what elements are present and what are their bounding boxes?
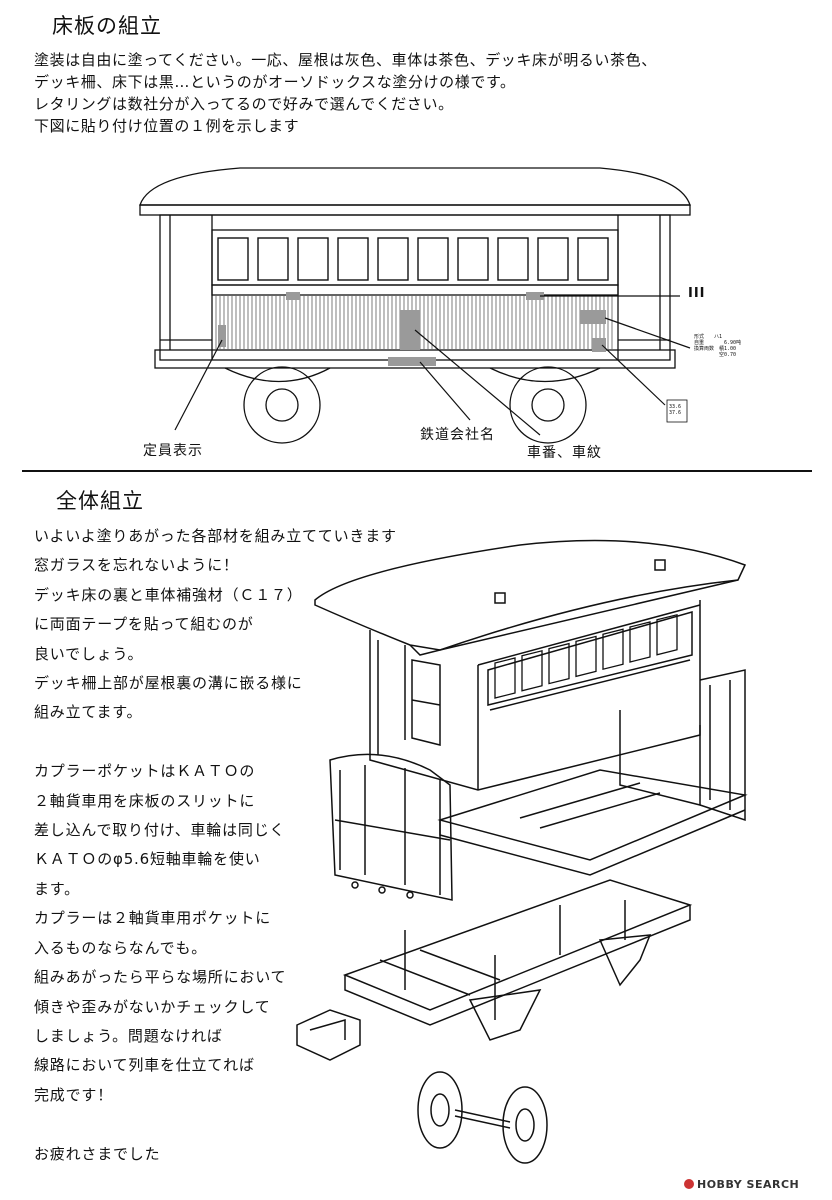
assembly-window [548, 642, 570, 685]
car-window [217, 237, 249, 281]
section2-line: ＫＡＴＯのφ5.6短軸車輪を使い [34, 850, 261, 869]
section2-line: 差し込んで取り付け、車輪は同じく [34, 821, 286, 840]
assembly-window [602, 628, 624, 671]
section1-line: レタリングは数社分が入ってるので好みで選んでください。 [34, 95, 454, 113]
section2-title: 全体組立 [56, 489, 144, 513]
section2-line: いよいよ塗りあがった各部材を組み立てていきます [34, 527, 397, 545]
watermark-logo-icon [684, 1179, 694, 1189]
car-window [457, 237, 489, 281]
section2-line: デッキ床の裏と車体補強材（Ｃ１７） [34, 585, 303, 604]
capacity-label: 定員表示 [143, 443, 203, 459]
watermark-text: HOBBY SEARCH [697, 1178, 800, 1191]
car-window [337, 237, 369, 281]
section1-title: 床板の組立 [52, 14, 162, 38]
watermark: HOBBY SEARCH [684, 1178, 799, 1191]
small-plate-line: 33.6 [669, 404, 682, 410]
company-name-label: 鉄道会社名 [420, 427, 495, 443]
car-window [577, 237, 609, 281]
small-plate-line: 37.6 [669, 410, 682, 416]
section2-text: いよいよ塗りあがった各部材を組み立てていきます窓ガラスを忘れないように！ デッキ床… [34, 522, 397, 1169]
section2-line: デッキ柵上部が屋根裏の溝に嵌る様に [34, 674, 303, 693]
car-window [537, 237, 569, 281]
spec-line: 形式 ハ1 [694, 334, 723, 340]
car-number-label: 車番、車紋 [527, 445, 602, 461]
section2-line: カプラーポケットはＫＡＴＯの [34, 762, 256, 781]
assembly-window [494, 657, 516, 699]
section2-line: 入るものならなんでも。 [34, 938, 208, 957]
car-window [417, 237, 449, 281]
spec-line: 換算両数 積1.00 [694, 346, 737, 352]
assembly-window [656, 613, 678, 656]
spec-line: 空0.70 [694, 352, 737, 358]
car-window [257, 237, 289, 281]
section2-line: しましょう。問題なければ [34, 1026, 223, 1045]
section2-line: 組み立てます。 [34, 703, 143, 722]
car-side-elevation-diagram [139, 167, 691, 444]
car-window [297, 237, 329, 281]
section2-line: 窓ガラスを忘れないように！ [34, 556, 239, 575]
section1-line: デッキ柵、床下は黒…というのがオーソドックスな塗分けの様です。 [34, 73, 516, 91]
section2-line: カプラーは２軸貨車用ポケットに [34, 909, 272, 928]
assembly-window [575, 635, 597, 678]
section2-line: ２軸貨車用を床板のスリットに [34, 791, 256, 810]
section2-line: お疲れさまでした [34, 1144, 161, 1163]
class-mark-label: III [688, 286, 706, 301]
assembly-window [521, 649, 543, 692]
car-window [377, 237, 409, 281]
section1-text: 塗装は自由に塗ってください。一応、屋根は灰色、車体は茶色、デッキ床が明るい茶色、… [34, 49, 657, 137]
car-window [497, 237, 529, 281]
section2-line: 完成です！ [34, 1085, 114, 1104]
section-divider [22, 470, 812, 472]
section2-line: 組みあがったら平らな場所において [34, 968, 287, 987]
spec-plate: 形式 ハ1 自重 6.90吨 換算両数 積1.00 空0.70 [694, 334, 741, 358]
spec-line: 自重 6.90吨 [694, 340, 742, 346]
section2-line: 傾きや歪みがないかチェックして [34, 997, 271, 1016]
section2-line: 良いでしょう。 [34, 644, 144, 663]
small-plate: 33.6 37.6 [669, 404, 681, 416]
section2-line: に両面テープを貼って組むのが [34, 615, 254, 634]
section2-line: ます。 [34, 879, 80, 898]
section1-line: 下図に貼り付け位置の１例を示します [34, 117, 300, 135]
section1-line: 塗装は自由に塗ってください。一応、屋根は灰色、車体は茶色、デッキ床が明るい茶色、 [34, 51, 657, 69]
assembly-window [629, 621, 651, 663]
section2-line: 線路において列車を仕立てれば [34, 1056, 255, 1075]
